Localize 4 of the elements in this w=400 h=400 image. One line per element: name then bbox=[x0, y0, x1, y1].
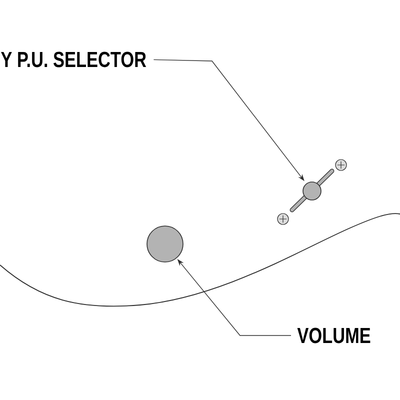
selector-knob bbox=[302, 182, 322, 200]
callout-label: Y P.U. SELECTOR bbox=[1, 52, 146, 68]
callout-label: VOLUME bbox=[297, 328, 370, 344]
volume-knob bbox=[146, 226, 184, 262]
